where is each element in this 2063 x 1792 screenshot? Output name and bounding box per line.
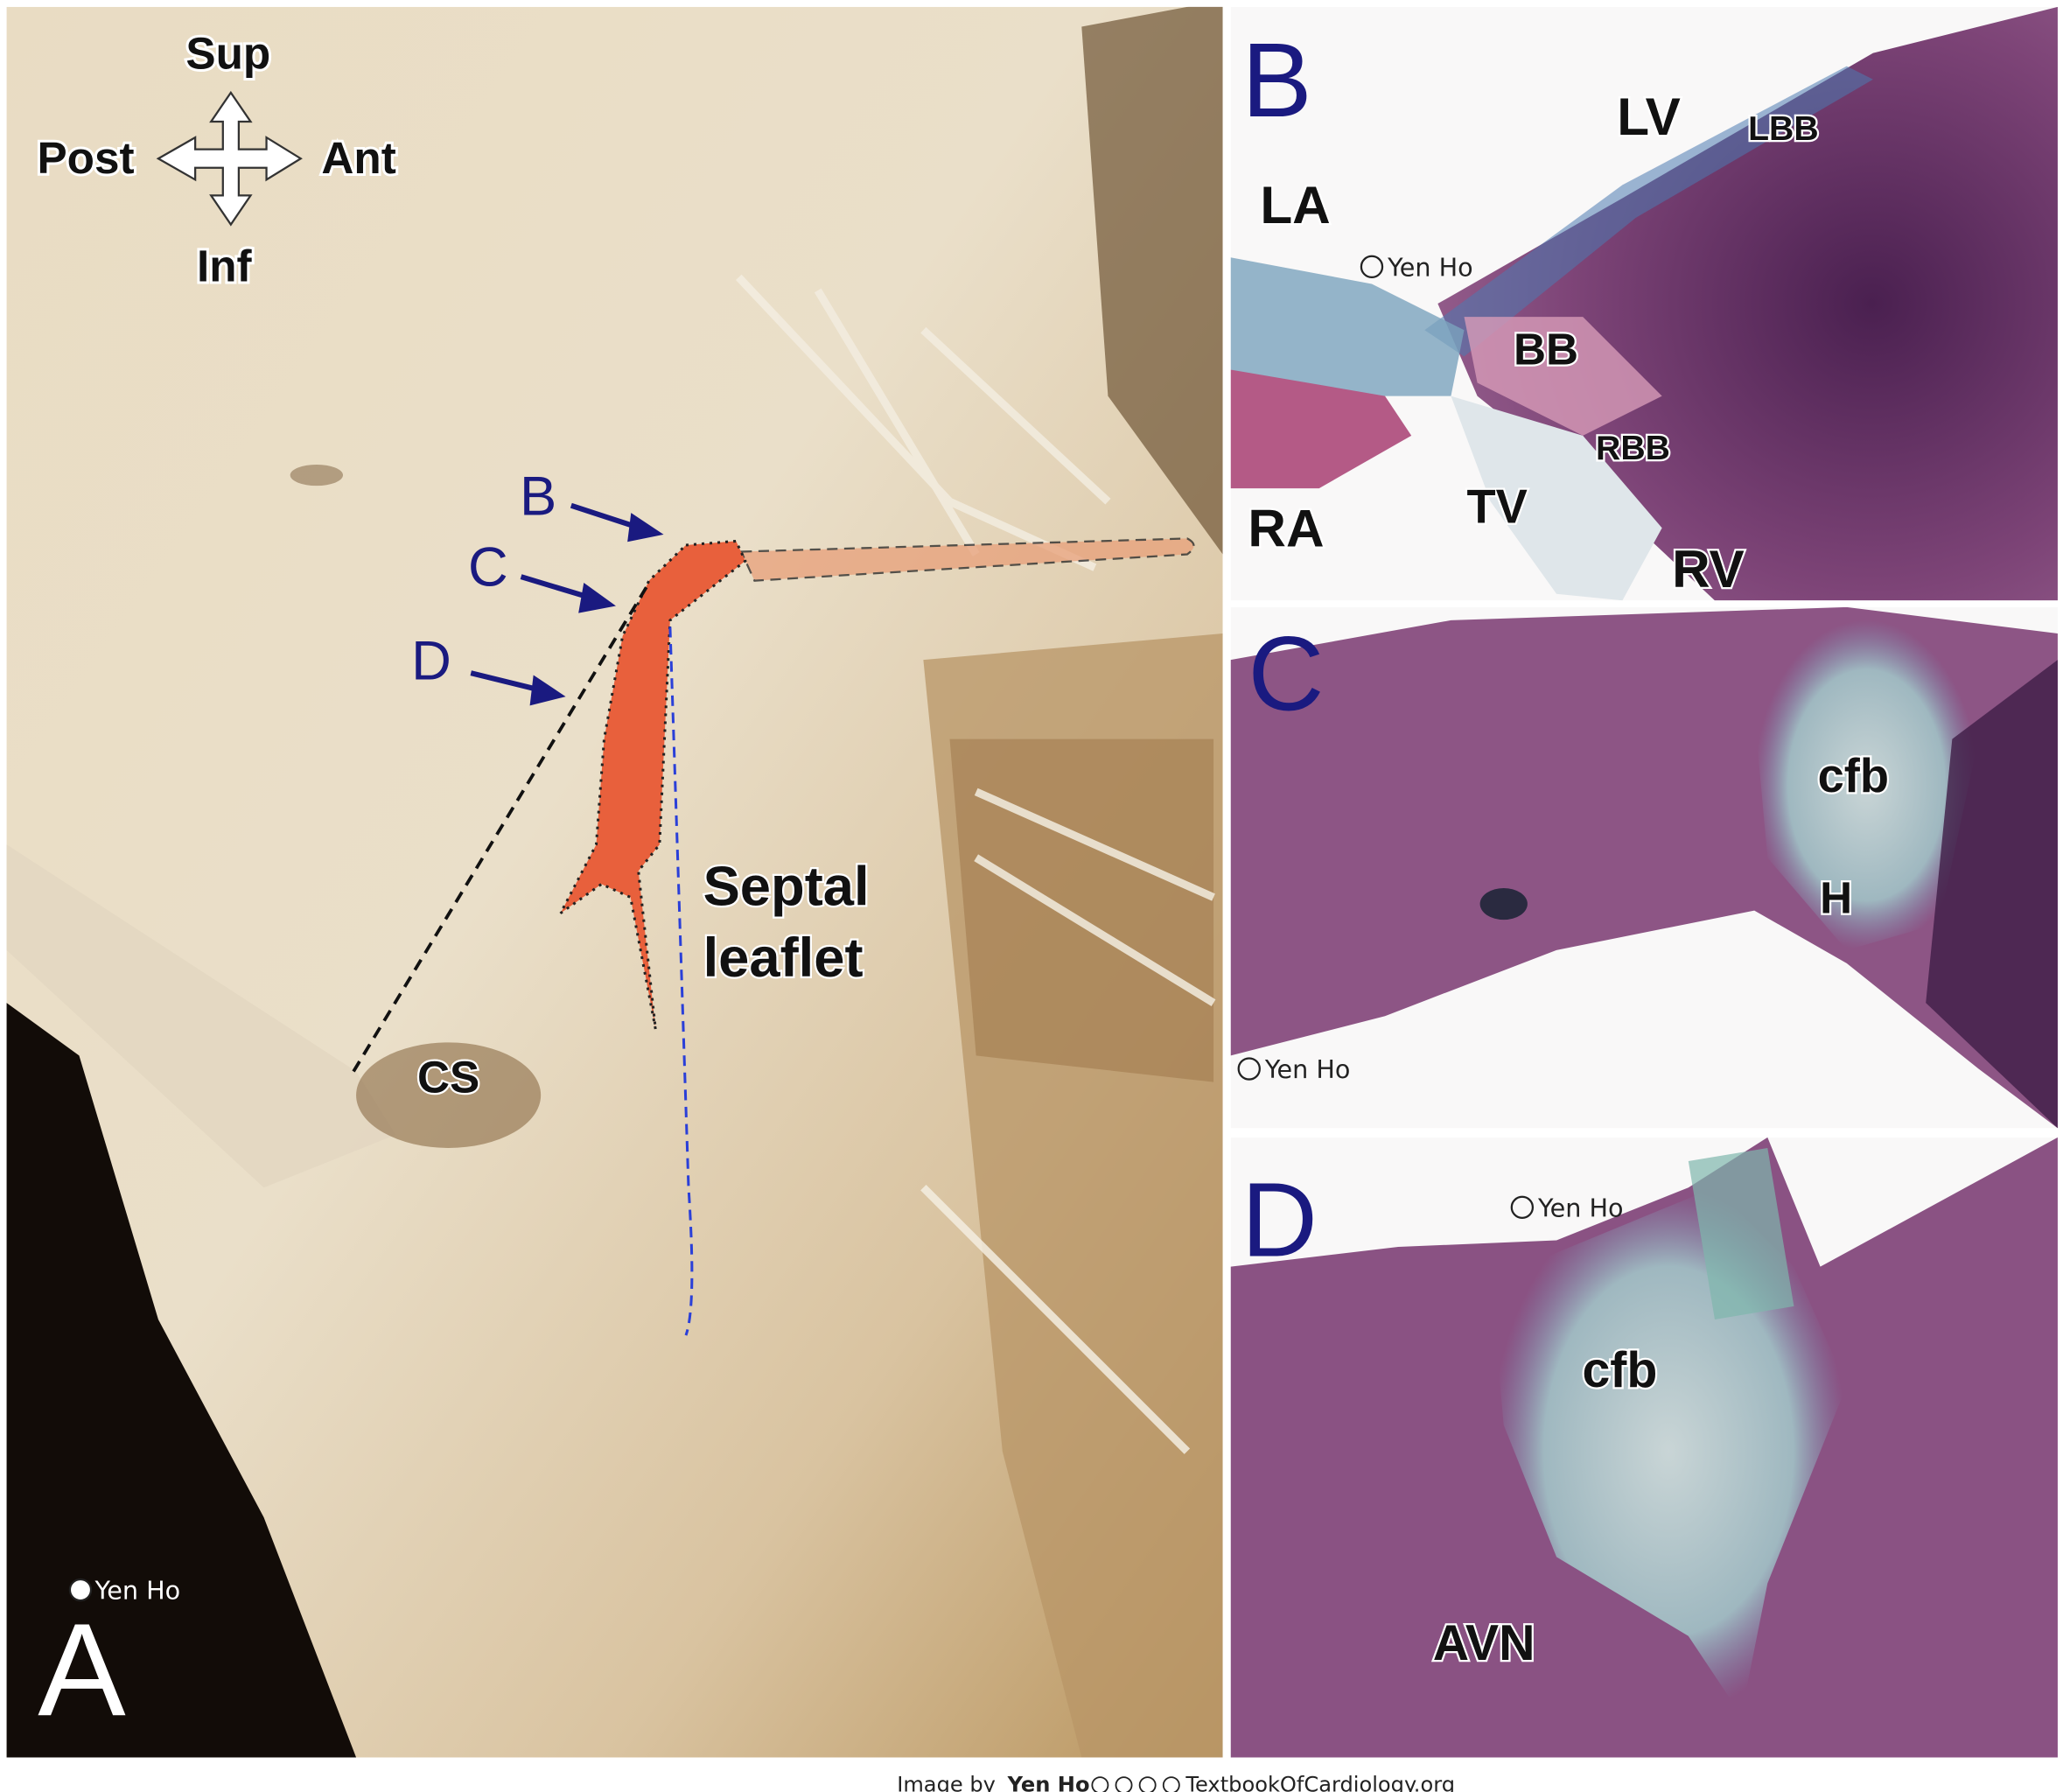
av-conduction-axis	[559, 539, 747, 1030]
cs-label: CS	[417, 1053, 479, 1102]
marker-c: C	[468, 537, 508, 598]
panel-d: D Yen Ho cfb AVN	[1230, 1137, 2058, 1758]
label-rbb: RBB	[1596, 430, 1670, 467]
copyright-a: Yen Ho	[94, 1576, 181, 1606]
label-lbb: LBB	[1748, 110, 1819, 148]
panel-letter-d: D	[1241, 1161, 1318, 1279]
label-ra: RA	[1248, 498, 1324, 557]
marker-arrows	[470, 502, 664, 706]
label-rv: RV	[1672, 539, 1745, 598]
septal-label-line2: leaflet	[703, 928, 864, 989]
license-icons	[1091, 1776, 1180, 1792]
sa-icon	[1162, 1776, 1180, 1792]
koch-triangle-border	[352, 586, 648, 1073]
label-cfb: cfb	[1582, 1342, 1657, 1398]
label-tv: TV	[1467, 480, 1528, 533]
cc-icon	[1510, 1195, 1535, 1220]
panel-c: C cfb H Yen Ho	[1230, 606, 2058, 1129]
label-bb: BB	[1514, 324, 1578, 374]
cc-icon	[68, 1578, 93, 1602]
panel-letter-b: B	[1241, 21, 1311, 139]
dark-background	[6, 1003, 357, 1758]
cc-icon	[1237, 1057, 1261, 1081]
nc-icon	[1138, 1776, 1157, 1792]
cc-icon	[1091, 1776, 1109, 1792]
copyright-d: Yen Ho	[1537, 1193, 1624, 1222]
label-post: Post	[37, 133, 134, 183]
label-lv: LV	[1617, 87, 1681, 146]
copyright-b: Yen Ho	[1387, 252, 1473, 282]
label-inf: Inf	[197, 241, 253, 290]
footer-prefix: Image by	[897, 1773, 996, 1792]
bundle-band	[739, 537, 1195, 582]
cc-icon	[1360, 255, 1384, 279]
label-la: LA	[1260, 175, 1330, 234]
footer-site[interactable]: TextbookOfCardiology.org	[1185, 1773, 1455, 1792]
orientation-cross-icon	[156, 90, 303, 227]
label-cfb: cfb	[1818, 749, 1889, 802]
septal-leaflet-line	[668, 626, 694, 1336]
septal-label-line1: Septal	[703, 857, 870, 918]
footer-author: Yen Ho	[1007, 1773, 1090, 1792]
panel-letter-a: A	[38, 1596, 126, 1743]
svg-text:Image by Yen Ho: Image by Yen Ho	[897, 1773, 1089, 1792]
label-sup: Sup	[185, 29, 270, 79]
panel-b: B LV LBB LA Yen Ho BB RBB RA TV RV	[1230, 6, 2058, 601]
marker-b: B	[520, 466, 556, 527]
label-avn: AVN	[1433, 1615, 1535, 1671]
panel-a: Sup Post Ant Inf B C D Septal leaflet CS…	[6, 6, 1223, 1758]
footer-credit: Image by Yen Ho TextbookOfCardiology.org	[897, 1773, 1455, 1792]
label-h: H	[1820, 873, 1852, 923]
label-ant: Ant	[321, 133, 395, 183]
copyright-c: Yen Ho	[1264, 1054, 1351, 1084]
panel-letter-c: C	[1248, 614, 1324, 732]
marker-d: D	[411, 631, 451, 692]
by-icon	[1115, 1776, 1133, 1792]
